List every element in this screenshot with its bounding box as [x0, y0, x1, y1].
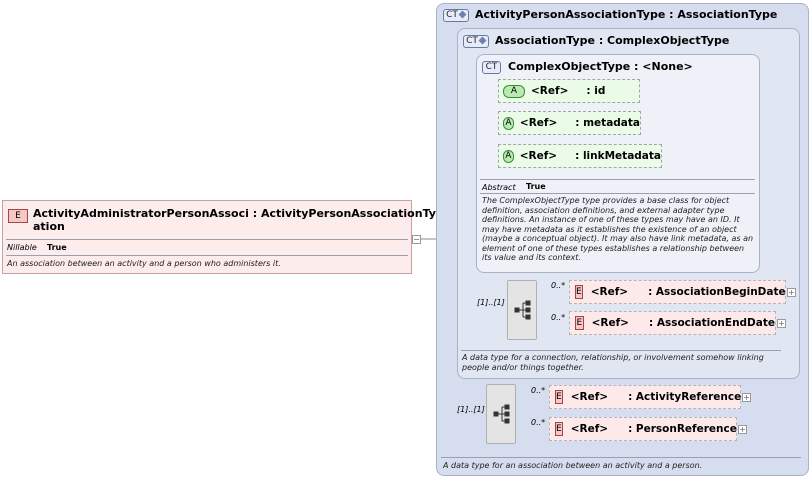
- element-association-end-date[interactable]: E <Ref> : AssociationEndDate: [569, 311, 776, 335]
- expand-icon[interactable]: +: [742, 393, 751, 402]
- element-badge: E: [555, 390, 563, 404]
- nillable-value: True: [47, 243, 67, 252]
- element-person-reference[interactable]: E <Ref> : PersonReference: [549, 417, 737, 441]
- sequence-compositor[interactable]: [507, 280, 537, 340]
- root-element-description: An association between an activity and a…: [7, 259, 281, 268]
- complex-type-badge: CT: [482, 61, 501, 74]
- sequence-compositor[interactable]: [486, 384, 516, 444]
- root-element-name: ActivityAdministratorPersonAssoci : Acti…: [33, 207, 451, 233]
- complex-type-badge-text: CT: [466, 36, 478, 46]
- outer-type-description: A data type for an association between a…: [443, 461, 703, 470]
- root-element-box[interactable]: E ActivityAdministratorPersonAssoci : Ac…: [2, 200, 451, 274]
- complex-type-icon: [478, 36, 487, 45]
- middle-type-description: A data type for a connection, relationsh…: [462, 353, 764, 372]
- middle-type-title: AssociationType : ComplexObjectType: [495, 34, 730, 47]
- attribute-name: : linkMetadata: [575, 150, 661, 162]
- divider: [6, 255, 408, 256]
- outer-type-title: ActivityPersonAssociationType : Associat…: [475, 8, 778, 21]
- element-name: : AssociationBeginDate: [648, 286, 786, 298]
- abstract-label: Abstract: [482, 183, 516, 192]
- sequence-icon: [493, 404, 510, 424]
- element-association-begin-date[interactable]: E <Ref> : AssociationBeginDate: [569, 280, 786, 304]
- element-ref: <Ref>: [570, 423, 609, 435]
- outer-sequence-cardinality: [1]..[1]: [457, 405, 485, 414]
- attribute-badge: A: [503, 84, 525, 98]
- element-activity-reference[interactable]: E <Ref> : ActivityReference: [549, 385, 741, 409]
- element-cardinality: 0..*: [531, 386, 546, 395]
- complex-type-badge: CT: [443, 9, 469, 22]
- attribute-name: : id: [586, 85, 606, 97]
- expand-icon[interactable]: +: [777, 319, 786, 328]
- attribute-badge: A: [503, 149, 514, 163]
- inner-type-title: ComplexObjectType : <None>: [508, 60, 693, 73]
- divider: [480, 193, 755, 194]
- divider: [441, 457, 801, 458]
- complex-type-icon: [458, 10, 467, 19]
- element-ref: <Ref>: [591, 317, 629, 329]
- attribute-link-metadata[interactable]: A <Ref> : linkMetadata: [498, 144, 662, 168]
- divider: [480, 179, 755, 180]
- element-ref: <Ref>: [570, 391, 609, 403]
- root-element-name-line1: ActivityAdministratorPersonAssoci: [33, 207, 249, 220]
- collapse-icon[interactable]: −: [412, 235, 421, 244]
- complex-type-badge-text: CT: [446, 10, 458, 20]
- divider: [6, 239, 408, 240]
- element-name: : ActivityReference: [628, 391, 742, 403]
- divider: [461, 350, 781, 351]
- nillable-label: Nillable: [7, 243, 37, 252]
- abstract-value: True: [526, 182, 546, 191]
- element-cardinality: 0..*: [551, 313, 566, 322]
- attribute-id[interactable]: A <Ref> : id: [498, 79, 640, 103]
- element-ref: <Ref>: [590, 286, 629, 298]
- element-badge: E: [575, 316, 584, 330]
- attribute-ref: <Ref>: [519, 117, 558, 129]
- element-badge: E: [575, 285, 583, 299]
- inner-type-description: The ComplexObjectType type provides a ba…: [482, 196, 754, 262]
- element-name: : AssociationEndDate: [648, 317, 775, 329]
- attribute-ref: <Ref>: [531, 85, 569, 97]
- element-badge: E: [8, 209, 28, 223]
- attribute-name: : metadata: [575, 117, 640, 129]
- root-element-name-line2: ation: [33, 220, 65, 233]
- middle-sequence-cardinality: [1]..[1]: [477, 298, 505, 307]
- element-name: : PersonReference: [628, 423, 737, 435]
- root-element-type: : ActivityPersonAssociationType: [252, 207, 452, 220]
- complex-type-badge: CT: [463, 35, 489, 48]
- attribute-metadata[interactable]: A <Ref> : metadata: [498, 111, 641, 135]
- expand-icon[interactable]: +: [738, 425, 747, 434]
- attribute-badge: A: [503, 116, 514, 130]
- element-cardinality: 0..*: [531, 418, 546, 427]
- element-cardinality: 0..*: [551, 281, 566, 290]
- sequence-icon: [514, 300, 531, 320]
- expand-icon[interactable]: +: [787, 288, 796, 297]
- element-badge: E: [555, 422, 563, 436]
- attribute-ref: <Ref>: [519, 150, 558, 162]
